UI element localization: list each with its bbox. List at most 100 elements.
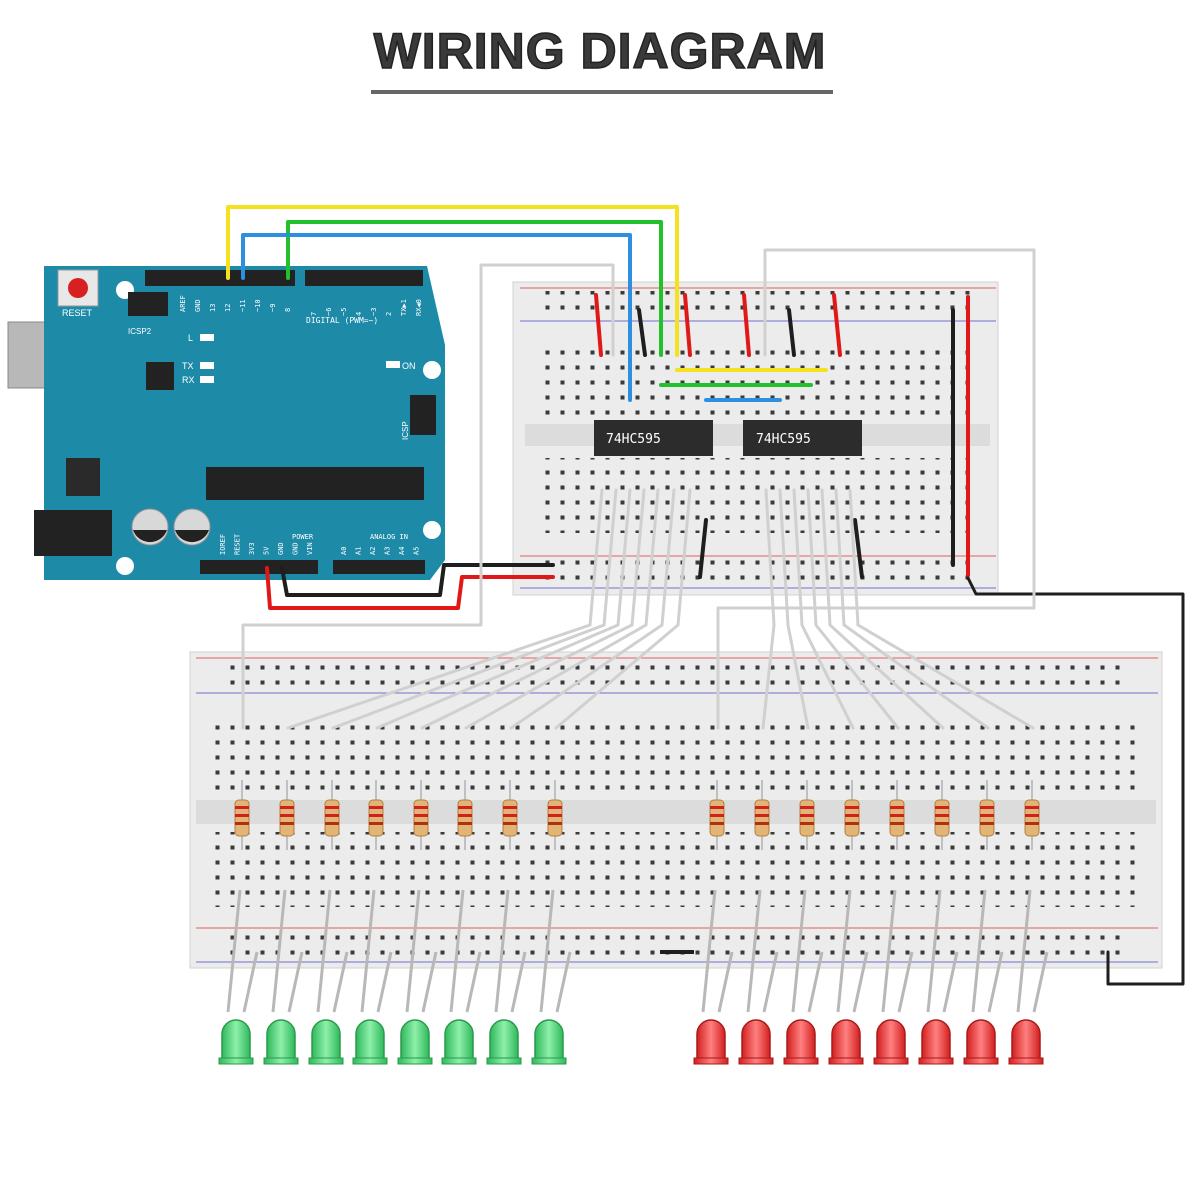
pin-label: AREF	[179, 295, 187, 312]
resistor-band	[800, 822, 814, 825]
resistor	[934, 799, 950, 837]
jumper-black-1	[637, 308, 647, 357]
led	[221, 1019, 251, 1061]
led-base	[783, 1057, 819, 1065]
output-wire	[806, 488, 900, 730]
bottom-terminal-holes-a	[210, 720, 1145, 795]
power-label: POWER	[292, 533, 314, 541]
pin-label: A1	[355, 547, 363, 555]
pin-label: 13	[209, 304, 217, 312]
led-leg	[836, 889, 852, 1013]
tx-led-label: TX	[182, 361, 194, 371]
resistor	[709, 799, 725, 837]
resistor-band	[980, 806, 994, 809]
digital-header-left	[145, 270, 295, 286]
resistor-band	[414, 822, 428, 825]
wire-blue-clock	[241, 233, 632, 402]
reset-button	[57, 269, 99, 307]
diagram-title: WIRING DIAGRAM	[373, 22, 827, 80]
resistor-band	[235, 822, 249, 825]
pin-label: 3V3	[248, 542, 256, 555]
led-leg	[942, 951, 959, 1013]
resistor-band	[369, 814, 383, 817]
bottom-rail-holes-2	[225, 932, 1130, 960]
icsp-label: ICSP	[401, 421, 410, 440]
pin-label: 8	[284, 308, 292, 312]
icsp2-label: ICSP2	[128, 327, 152, 336]
resistor-band	[503, 822, 517, 825]
wire-black-ground-bottom	[966, 576, 1185, 986]
output-wires	[286, 488, 1035, 730]
led-leg	[791, 889, 807, 1013]
digital-header-right	[305, 270, 423, 286]
pin-label: RX◀0	[415, 299, 423, 316]
led	[1011, 1019, 1041, 1061]
output-wire	[286, 488, 604, 730]
power-header	[200, 560, 318, 574]
bottom-breadboard	[189, 651, 1163, 969]
pin-label: A0	[340, 547, 348, 555]
resistor-band	[980, 822, 994, 825]
led-leg	[987, 951, 1004, 1013]
jumper-red-2	[683, 293, 692, 357]
jumper-black-4	[853, 518, 864, 579]
led	[400, 1019, 430, 1061]
led-leg	[316, 889, 332, 1013]
jumper-red-3	[742, 293, 751, 357]
l-led-label: L	[188, 333, 193, 343]
resistor	[889, 799, 905, 837]
resistor	[547, 799, 563, 837]
led	[489, 1019, 519, 1061]
resistor	[799, 799, 815, 837]
led-leg	[1016, 889, 1032, 1013]
pin-label: A2	[369, 547, 377, 555]
top-terminal-holes-b	[540, 458, 975, 533]
led-base	[828, 1057, 864, 1065]
resistor-band	[1025, 814, 1039, 817]
led	[355, 1019, 385, 1061]
pin-label: ~9	[269, 304, 277, 312]
resistor-band	[458, 806, 472, 809]
resistor-band	[325, 806, 339, 809]
resistor-band	[710, 814, 724, 817]
led	[311, 1019, 341, 1061]
chip-2-label: 74HC595	[756, 432, 811, 447]
led-leg	[762, 951, 779, 1013]
reset-button-cap	[68, 278, 88, 298]
led-leg	[332, 951, 349, 1013]
led	[741, 1019, 771, 1061]
output-wire	[848, 488, 1035, 730]
resistor	[324, 799, 340, 837]
shift-register-2: 74HC595	[743, 420, 862, 456]
pin-label: TX▶1	[400, 299, 408, 316]
resistors	[234, 780, 1040, 850]
led-leg	[539, 889, 555, 1013]
output-wire	[820, 488, 945, 730]
led	[921, 1019, 951, 1061]
output-wire	[331, 488, 618, 730]
resistor-band	[755, 814, 769, 817]
pin-label: RESET	[234, 533, 242, 555]
led	[696, 1019, 726, 1061]
jumper-black-2	[787, 308, 796, 357]
wires	[226, 205, 1185, 986]
jumper-red-4	[832, 293, 842, 357]
led-leg	[746, 889, 762, 1013]
led-base	[738, 1057, 774, 1065]
resistor-band	[235, 814, 249, 817]
led-leg	[360, 889, 376, 1013]
top-terminal-holes-a	[540, 340, 975, 415]
led-leg	[449, 889, 465, 1013]
resistor-band	[414, 806, 428, 809]
resistor-band	[890, 822, 904, 825]
bottom-rail-holes-1	[225, 662, 1130, 690]
on-led-label: ON	[402, 361, 416, 371]
resistor-band	[1025, 806, 1039, 809]
resistor-band	[548, 822, 562, 825]
led-base	[1008, 1057, 1044, 1065]
pin-label: ~5	[340, 308, 348, 316]
pin-label: VIN	[306, 542, 314, 555]
led-leg	[405, 889, 421, 1013]
